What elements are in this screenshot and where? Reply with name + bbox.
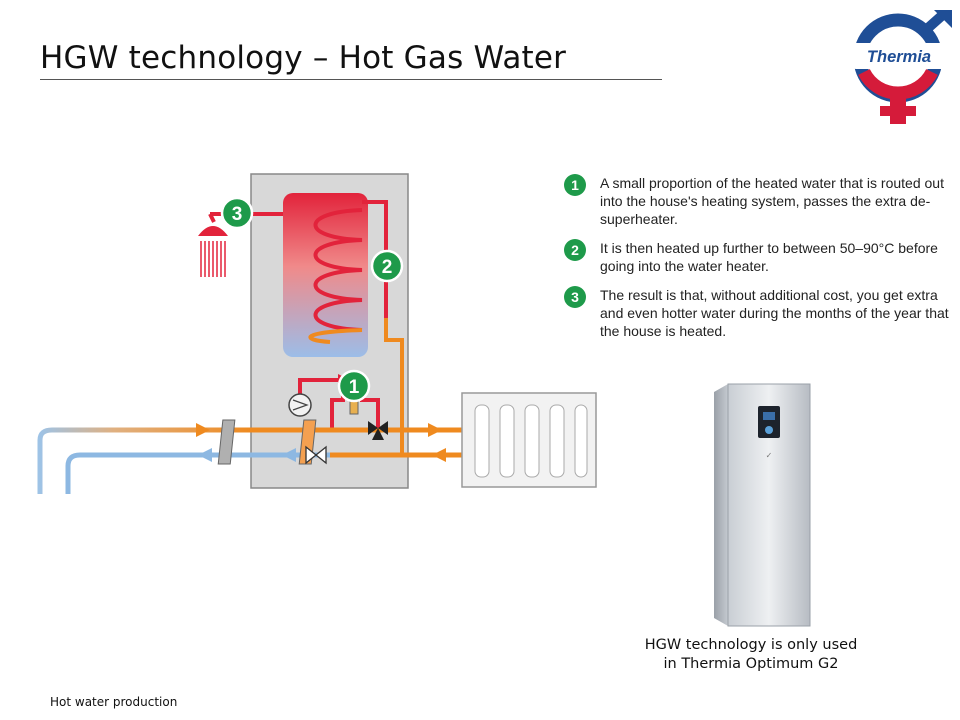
- steps-list: 1 A small proportion of the heated water…: [564, 174, 954, 351]
- tank-coil: [313, 208, 363, 332]
- step-number-badge: 1: [564, 174, 586, 196]
- heat-pump-product: ✓: [714, 383, 811, 627]
- compressor-icon: [288, 393, 312, 417]
- radiator-icon: [461, 392, 597, 488]
- svg-text:3: 3: [232, 204, 243, 225]
- heat-exchanger-icon: [217, 419, 236, 465]
- step-text: It is then heated up further to between …: [600, 240, 938, 274]
- shower-icon: [198, 213, 228, 277]
- page-title: HGW technology – Hot Gas Water: [40, 40, 567, 76]
- logo-wordmark: Thermia: [867, 48, 931, 66]
- step-number-badge: 3: [564, 286, 586, 308]
- svg-text:2: 2: [382, 257, 393, 278]
- step-item: 1 A small proportion of the heated water…: [564, 174, 954, 228]
- marker-3: 3: [220, 196, 254, 230]
- thermia-logo: Thermia: [852, 10, 952, 124]
- marker-1: 1: [337, 369, 371, 403]
- footer-label: Hot water production: [50, 695, 178, 709]
- expansion-valve-icon: [305, 445, 327, 465]
- step-item: 2 It is then heated up further to betwee…: [564, 239, 954, 275]
- valve-icon: [368, 421, 388, 440]
- step-item: 3 The result is that, without additional…: [564, 286, 954, 340]
- step-text: The result is that, without additional c…: [600, 287, 949, 339]
- step-number-badge: 2: [564, 239, 586, 261]
- marker-2: 2: [370, 249, 404, 283]
- svg-text:1: 1: [349, 377, 360, 398]
- step-text: A small proportion of the heated water t…: [600, 175, 944, 227]
- title-divider: [40, 79, 662, 80]
- svg-text:✓: ✓: [766, 451, 773, 460]
- product-caption: HGW technology is only used in Thermia O…: [644, 637, 858, 672]
- hgw-system-diagram: 3 2 1: [37, 173, 597, 494]
